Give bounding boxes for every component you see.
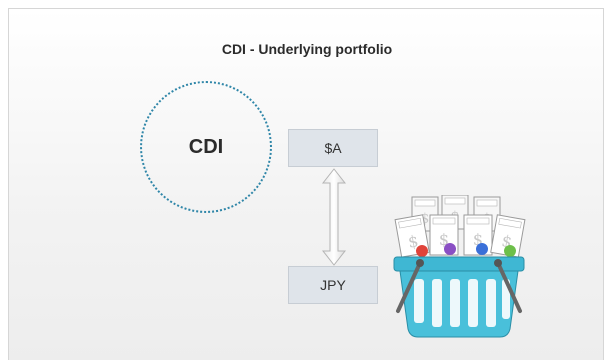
basket-slots [414,279,510,327]
red-seal-icon [416,245,428,257]
svg-text:$: $ [406,231,419,251]
aud-currency-box: $A [288,129,378,167]
svg-text:$: $ [439,230,449,249]
shopping-basket-of-share-certificates-icon: $ $ $ $ $ $ $ [393,195,526,338]
diagram-frame: CDI - Underlying portfolio CDI $A JPY $ [8,8,604,360]
green-seal-icon [504,245,516,257]
purple-seal-icon [444,243,456,255]
cdi-circle: CDI [140,81,272,213]
cdi-label: CDI [188,135,224,158]
double-headed-vertical-arrow-icon [321,168,347,266]
aud-currency-label: $A [324,140,342,156]
blue-seal-icon [476,243,488,255]
svg-text:$: $ [473,230,483,249]
svg-text:$: $ [421,211,430,227]
basket-rim [393,256,525,272]
jpy-currency-box: JPY [288,266,378,304]
basket-handle-right [496,261,522,313]
basket-handle-left [396,261,422,313]
diagram-title: CDI - Underlying portfolio [221,41,393,57]
jpy-currency-label: JPY [320,277,346,293]
